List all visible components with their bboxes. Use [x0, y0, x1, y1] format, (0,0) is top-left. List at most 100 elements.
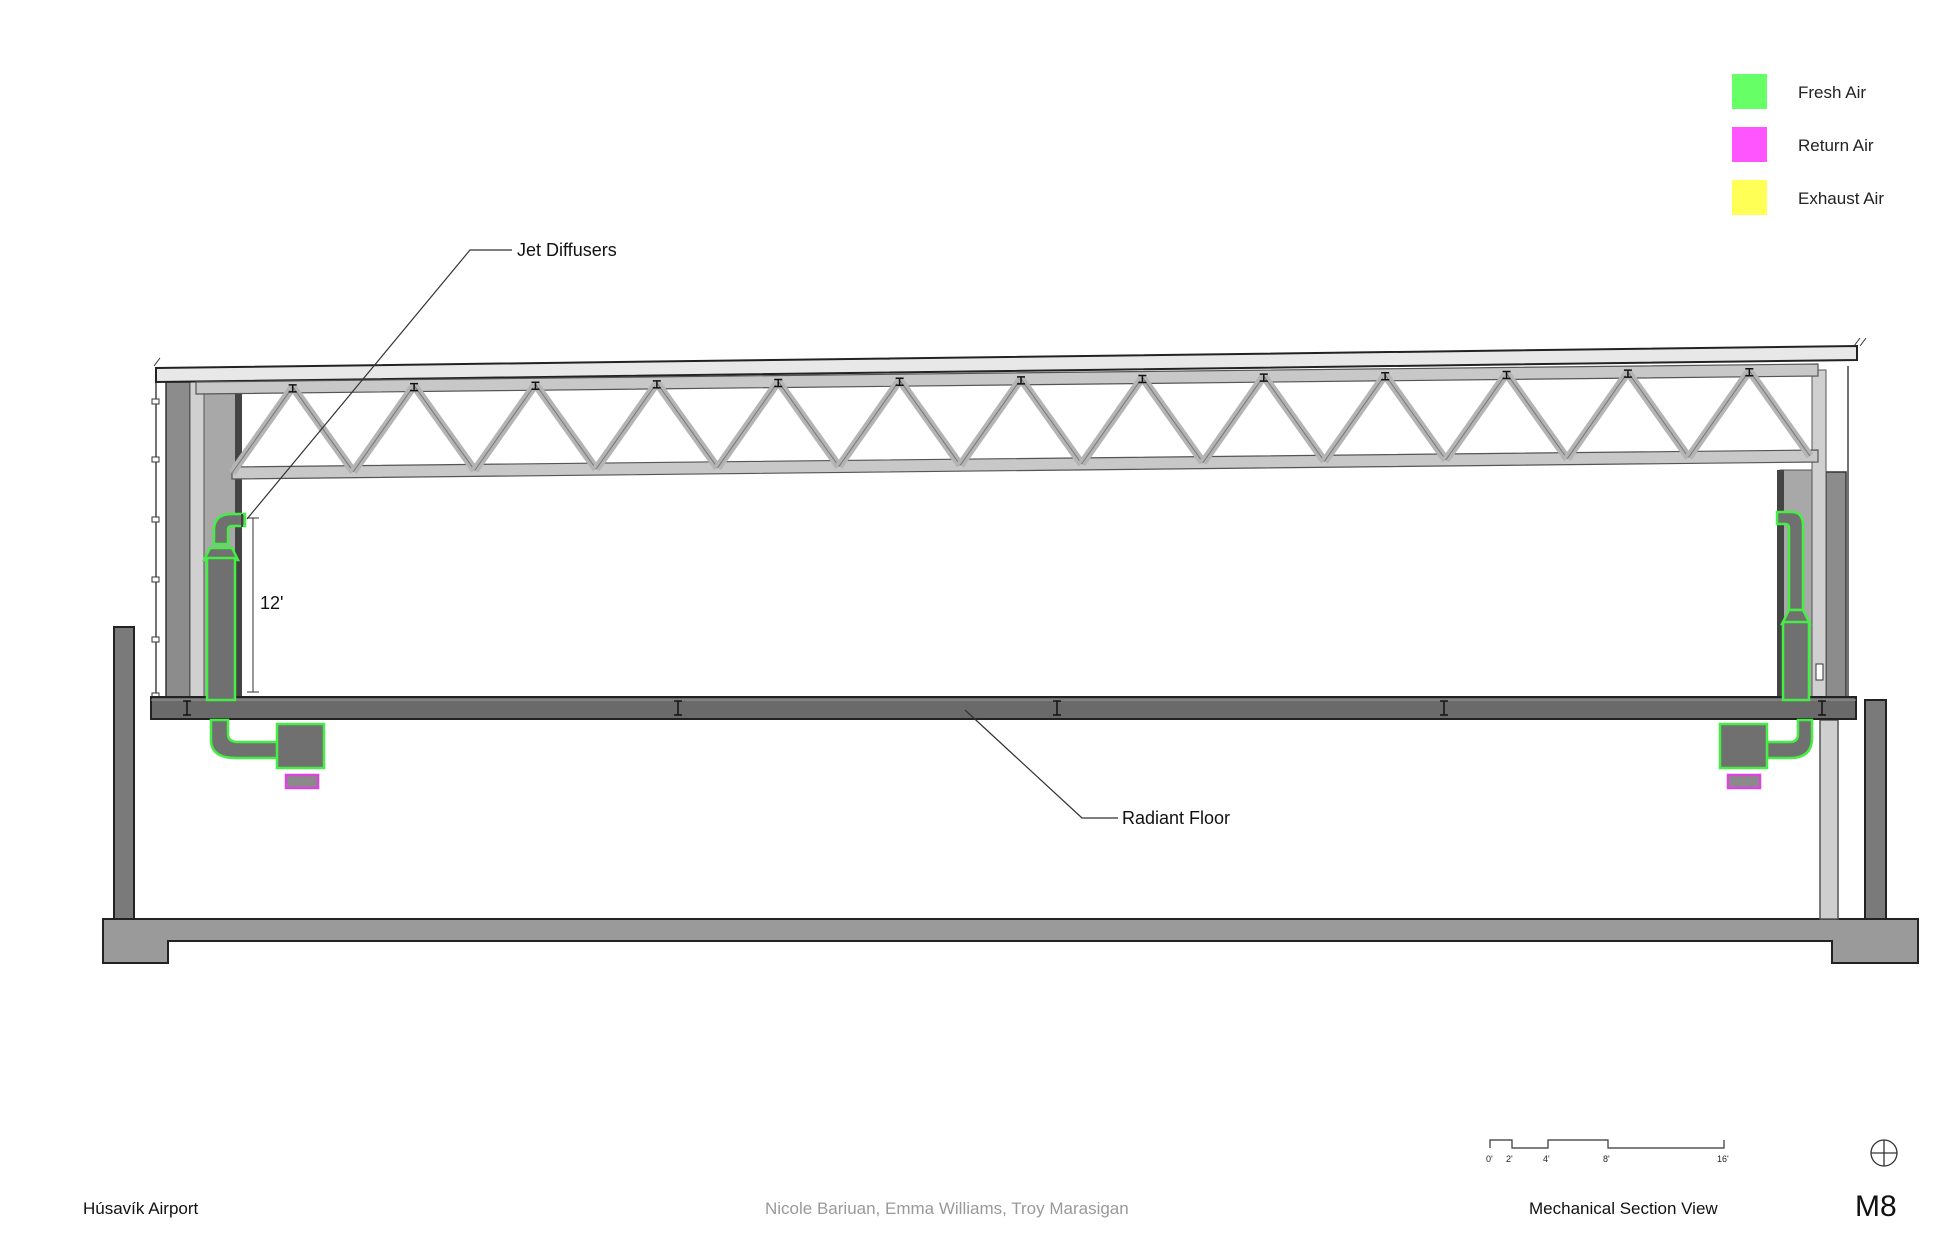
legend-label-fresh-air: Fresh Air — [1798, 83, 1866, 102]
left-return-grille — [284, 773, 320, 790]
truss-web-outline — [1141, 377, 1204, 463]
right-vertical-duct — [1781, 620, 1811, 702]
right-retaining-wall — [1864, 699, 1887, 920]
truss-web-outline — [595, 382, 658, 470]
scale-tick-16: 16' — [1717, 1154, 1729, 1164]
truss-web-outline — [413, 385, 476, 471]
left-vertical-duct — [205, 556, 237, 702]
roof-end-tick-right — [1853, 337, 1861, 347]
radiant-floor-leader — [964, 709, 1118, 819]
roof-beam-marker — [1017, 376, 1025, 385]
right-air-handler — [1718, 722, 1769, 770]
section-symbol-icon — [1870, 1139, 1898, 1167]
truss-web-outline — [1566, 371, 1629, 459]
roof-beam-marker — [1745, 368, 1754, 377]
truss-web-outline — [1020, 378, 1083, 465]
scale-tick-2: 2' — [1506, 1154, 1513, 1164]
roof-end-tick-right-2 — [1859, 337, 1867, 347]
truss-web-outline — [717, 381, 779, 469]
height-dimension — [247, 517, 259, 693]
legend: Fresh Air Return Air Exhaust Air — [1732, 74, 1884, 215]
roof-beam-marker — [1138, 374, 1147, 384]
radiant-floor-label: Radiant Floor — [1122, 808, 1230, 828]
truss-web-outline — [1688, 370, 1750, 458]
roof-beam-marker — [774, 378, 783, 388]
scale-tick-4: 4' — [1543, 1154, 1550, 1164]
roof-beam-marker — [531, 381, 540, 390]
right-fresh-air-duct — [1718, 510, 1814, 770]
right-return-grille — [1726, 773, 1762, 790]
floor-slab — [150, 696, 1857, 720]
truss-web-outline — [777, 381, 840, 467]
truss-web-outline — [1202, 375, 1265, 463]
project-name: Húsavík Airport — [83, 1199, 199, 1218]
truss-hangers — [288, 368, 1754, 393]
truss-web-outline — [656, 382, 718, 469]
legend-swatch-exhaust-air — [1732, 180, 1767, 215]
left-underfloor-elbow — [209, 718, 281, 760]
legend-swatch-fresh-air — [1732, 74, 1767, 109]
legend-label-return-air: Return Air — [1798, 136, 1874, 155]
truss-bottom-chord — [231, 449, 1819, 480]
right-thermostat — [1815, 663, 1824, 681]
truss-web-outline — [231, 386, 294, 474]
right-support-column — [1819, 719, 1839, 920]
left-vertical-post — [235, 382, 242, 698]
left-retaining-wall — [113, 626, 135, 920]
right-wall — [1777, 366, 1849, 701]
right-vertical-post — [1777, 470, 1784, 698]
right-underfloor-elbow — [1765, 718, 1814, 760]
truss-web-outline — [535, 383, 597, 470]
left-wall-stud — [189, 381, 205, 699]
height-dimension-label: 12' — [260, 593, 283, 613]
sheet-title: Mechanical Section View — [1529, 1199, 1718, 1218]
jet-diffusers-label: Jet Diffusers — [517, 240, 617, 260]
truss-diagonals — [228, 368, 1814, 476]
truss-web-outline — [1324, 374, 1386, 462]
truss-web-outline — [1627, 371, 1690, 458]
truss-web-outline — [1748, 370, 1811, 457]
floor-slab-body — [150, 696, 1857, 720]
truss-web-outline — [1506, 373, 1568, 459]
truss-web-outline — [838, 379, 901, 467]
roof-beam-marker — [288, 384, 297, 393]
roof-beam-marker — [1259, 373, 1268, 382]
truss-web-outline — [1384, 374, 1447, 461]
sheet-number: M8 — [1855, 1190, 1897, 1223]
truss-web-outline — [899, 379, 961, 466]
jet-diffusers-leader — [246, 249, 512, 520]
foundation — [102, 626, 1919, 964]
roof-beam-marker — [652, 380, 661, 389]
truss-top-chord — [195, 363, 1819, 395]
truss-web-outline — [1263, 375, 1325, 462]
legend-swatch-return-air — [1732, 127, 1767, 162]
roof-beam-marker — [1502, 370, 1511, 380]
roof-beam-marker — [895, 377, 904, 386]
authors: Nicole Bariuan, Emma Williams, Troy Mara… — [765, 1199, 1129, 1218]
truss-web-outline — [1081, 377, 1143, 465]
foundation-slab — [102, 918, 1919, 964]
left-fresh-air-duct — [201, 512, 326, 770]
scale-tick-0: 0' — [1486, 1154, 1493, 1164]
roof-beam-marker — [410, 382, 419, 392]
roof-truss — [153, 337, 1867, 480]
truss-web-outline — [292, 386, 354, 472]
left-diffuser-elbow — [212, 512, 247, 546]
scale-tick-8: 8' — [1603, 1154, 1610, 1164]
roof-end-tick-left — [153, 357, 161, 367]
roof-beam-marker — [1623, 369, 1632, 378]
left-air-handler — [275, 722, 326, 770]
right-wall-panel — [1825, 471, 1847, 701]
left-wall-panel — [165, 381, 191, 699]
truss-web-outline — [1445, 373, 1507, 461]
legend-label-exhaust-air: Exhaust Air — [1798, 189, 1884, 208]
right-wall-stud — [1811, 369, 1827, 701]
roof-beam-marker — [1381, 372, 1390, 381]
floor-slab-beams — [183, 700, 1826, 716]
truss-web-outline — [474, 383, 536, 471]
scale-bar — [1489, 1139, 1725, 1149]
truss-web-outline — [959, 378, 1022, 466]
truss-web-outline — [352, 385, 415, 472]
roof-deck — [155, 344, 1858, 384]
